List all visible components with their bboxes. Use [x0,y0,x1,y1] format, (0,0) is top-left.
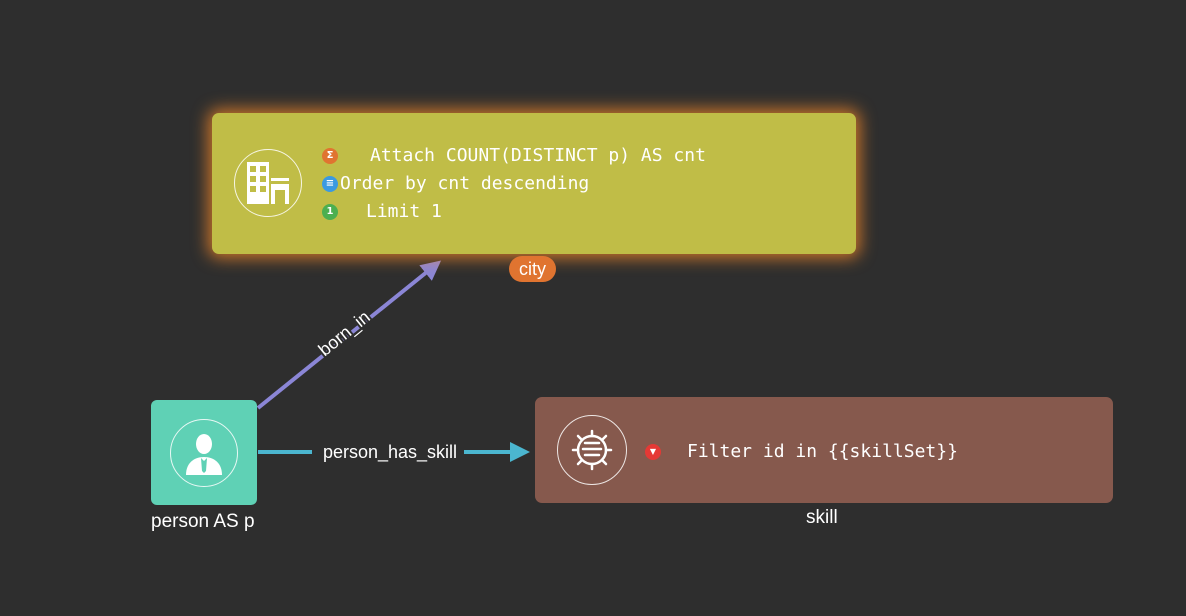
node-label-skill: skill [806,507,838,528]
node-city[interactable]: Σ Attach COUNT(DISTINCT p) AS cnt ≡ Orde… [212,113,856,254]
operation-text: Attach COUNT(DISTINCT p) AS cnt [370,145,706,166]
edge-label-person-has-skill: person_has_skill [323,442,457,463]
filter-icon: ▼ [645,443,661,460]
node-label-city: city [509,256,556,282]
building-icon [234,149,302,217]
node-label-person: person AS p [151,511,255,532]
sum-icon: Σ [322,147,338,164]
sort-icon: ≡ [322,175,338,192]
brain-icon [557,415,627,485]
edge-label-born-in: born_in [315,307,375,361]
operation-limit: 1 Limit 1 [322,201,442,222]
edge-label-bg [312,440,464,464]
edge-person-has-skill[interactable]: person_has_skill [258,440,530,464]
node-person[interactable] [151,400,257,505]
operation-filter: ▼ Filter id in {{skillSet}} [645,441,958,462]
node-skill[interactable]: ▼ Filter id in {{skillSet}} [535,397,1113,503]
operation-attach: Σ Attach COUNT(DISTINCT p) AS cnt [322,145,706,166]
limit-icon: 1 [322,203,338,220]
operation-text: Filter id in {{skillSet}} [687,441,958,462]
operation-text: Order by cnt descending [340,173,590,194]
person-icon [170,419,238,487]
edge-born-in[interactable]: born_in [256,260,442,410]
operation-text: Limit 1 [366,201,442,222]
operation-order: ≡ Order by cnt descending [322,173,589,194]
